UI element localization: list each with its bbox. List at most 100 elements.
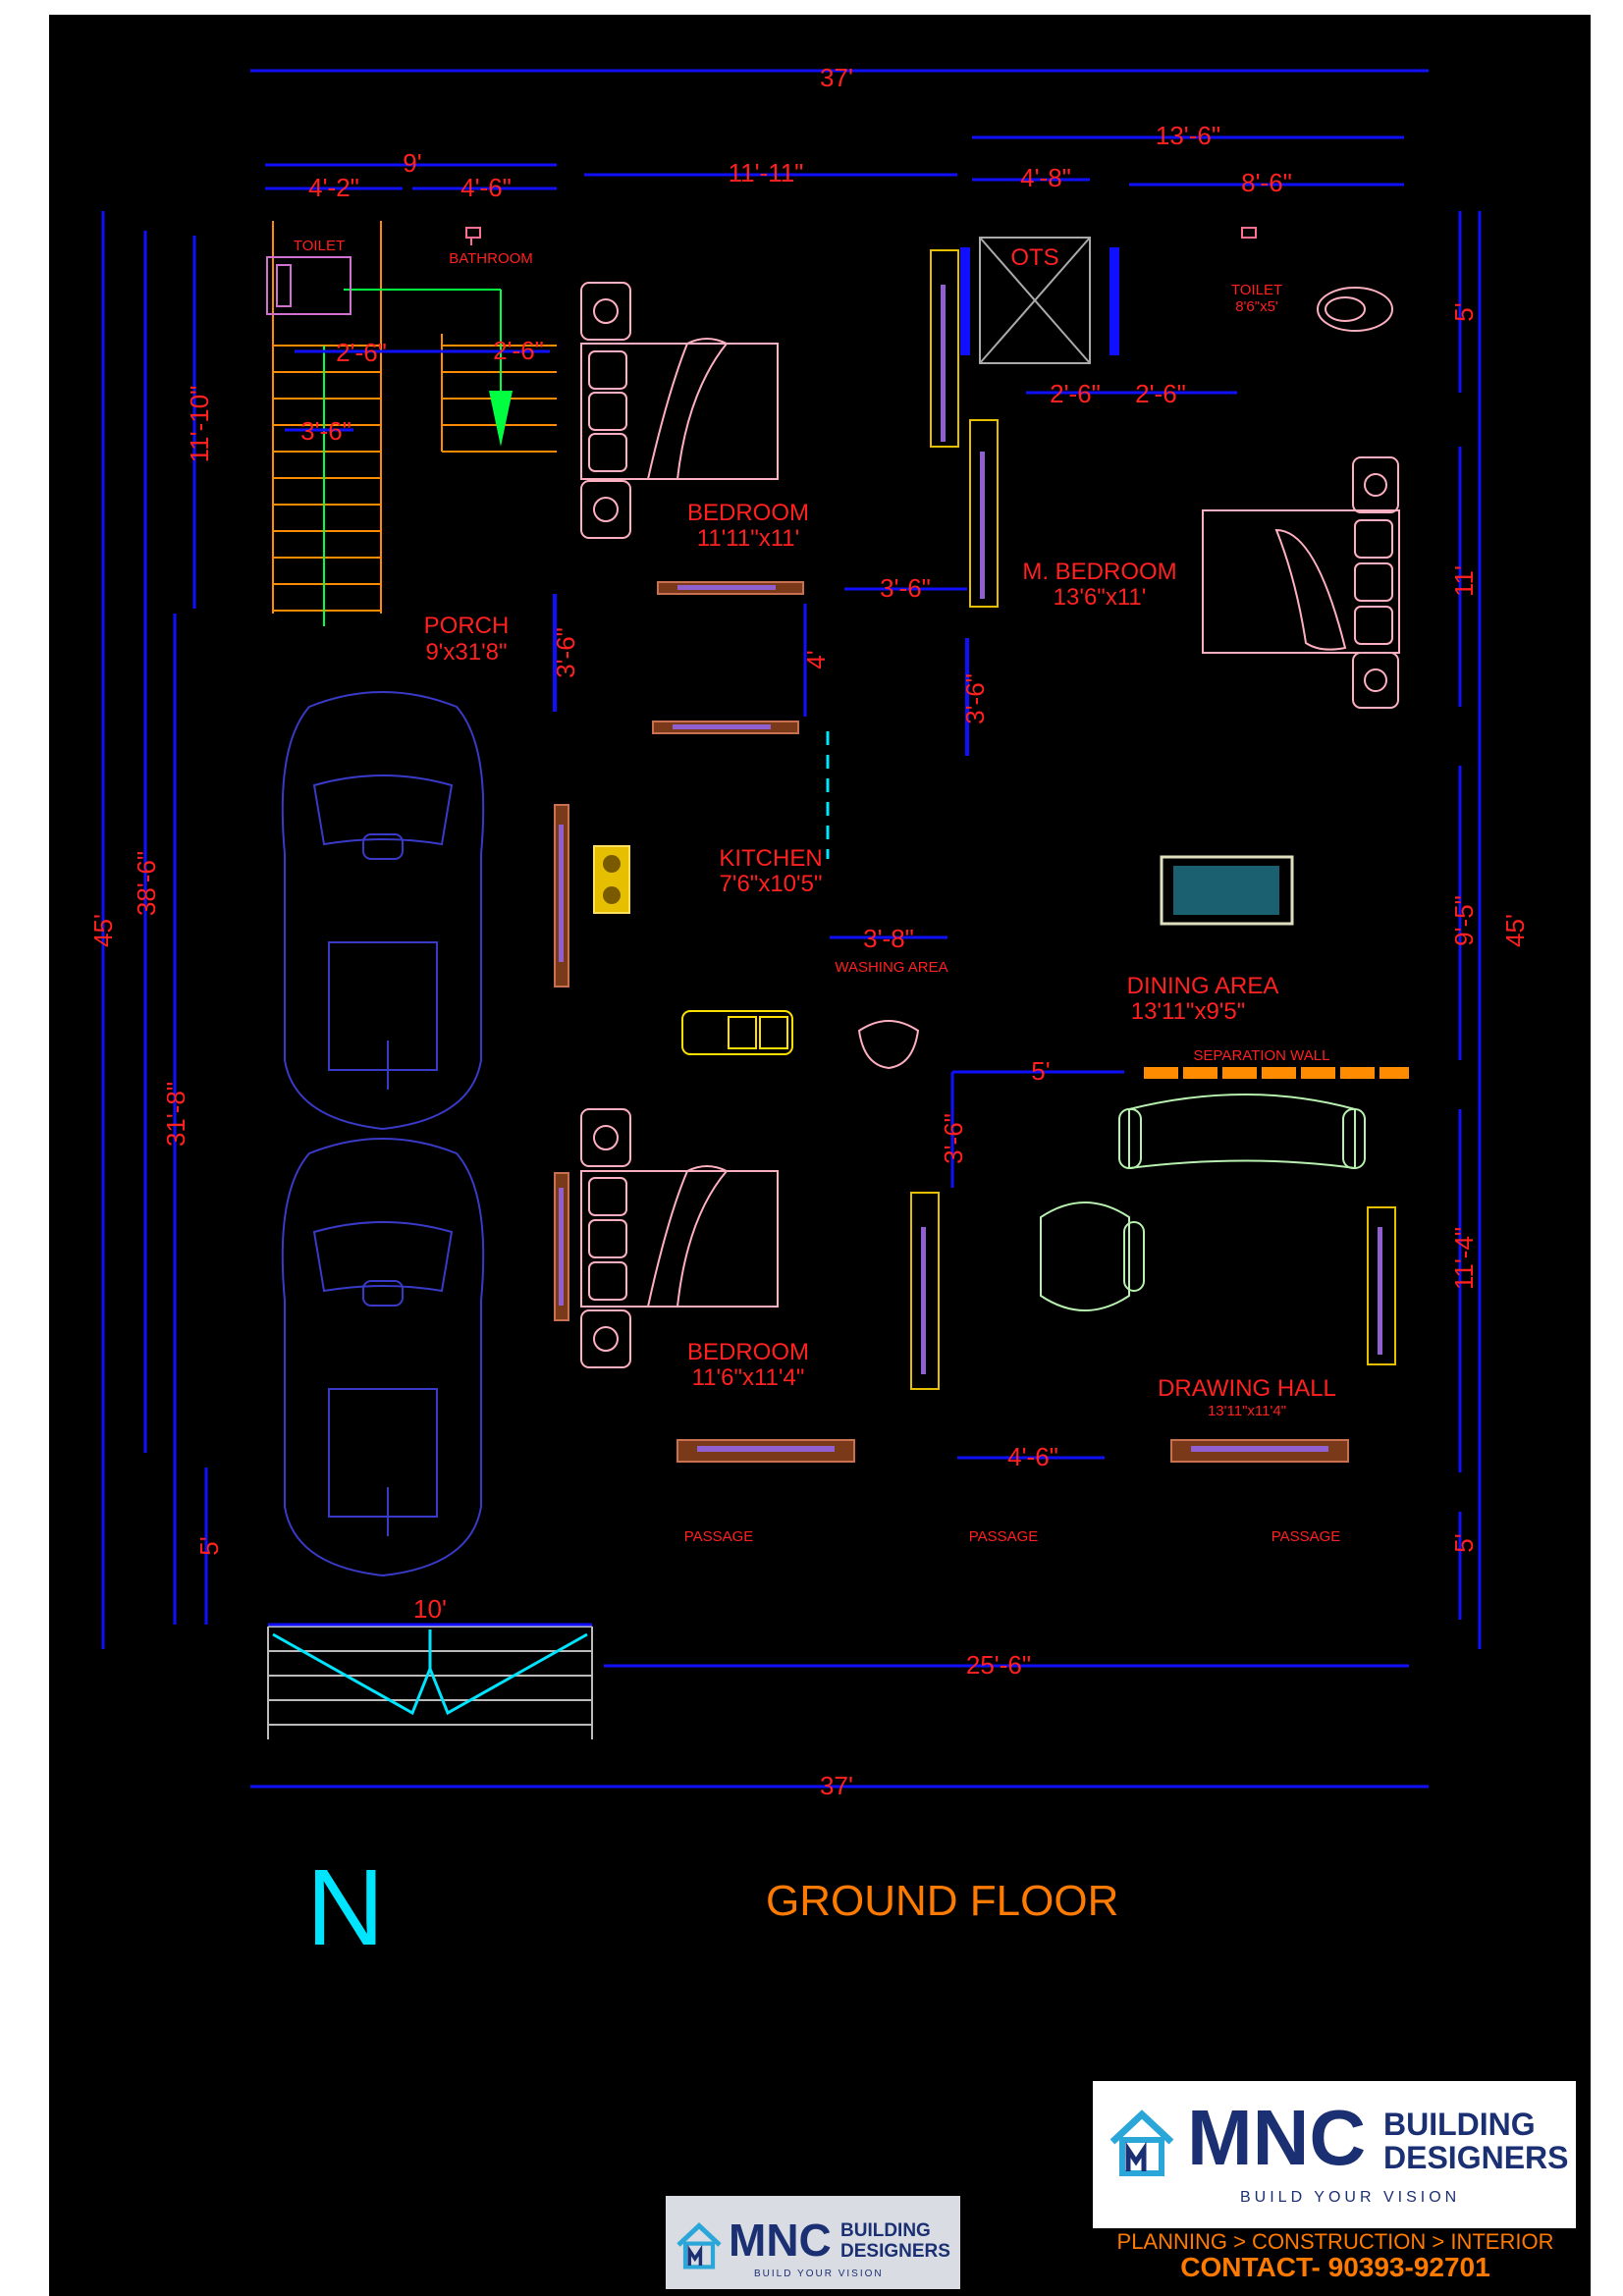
sofa-icon [1128,1094,1356,1170]
separation-wall [1144,1067,1409,1079]
armchair-icon [1040,1201,1130,1311]
toilet-1-label: TOILET [294,238,345,254]
brand-mnc-small: MNC [729,2215,832,2266]
toilet-2-size: 8'6"x5' [1235,298,1278,315]
dim-31-8: 31'-8" [161,1082,190,1147]
dim-5-dining: 5' [1031,1056,1050,1086]
sofa-set [1040,1094,1366,1311]
dim-ots-2-6-b: 2'-6" [1135,379,1186,408]
kitchen-label: KITCHEN [719,845,822,872]
dim-porch-3-6: 3'-6" [551,627,580,678]
house-logo-icon [1109,2109,1174,2176]
dim-4-6-passage: 4'-6" [1007,1442,1058,1471]
dim-25-6: 25'-6" [966,1650,1031,1680]
brand-building-small: BUILDING [840,2220,931,2241]
bedroom-1-size: 11'11"x11' [697,525,799,552]
bedroom-2-size: 11'6"x11'4" [692,1364,805,1391]
passage-2-label: PASSAGE [969,1528,1039,1545]
floor-title: GROUND FLOOR [766,1877,1119,1925]
brand-designers-small: DESIGNERS [840,2241,950,2262]
brand-tagline-small: BUILD YOUR VISION [754,2269,884,2279]
porch-size: 9'x31'8" [425,639,507,666]
dim-3-6-mbr: 3'-6" [960,673,990,724]
tap-icon [465,227,481,245]
dining-size: 13'11"x9'5" [1131,998,1246,1025]
staircase: 2'-6" 2'-6" 3'-6" [272,221,557,626]
width-bottom-label: 37' [820,1771,853,1800]
commode-icon [1317,287,1393,332]
dim-9: 9' [403,148,421,178]
dim-gate-10: 10' [413,1594,447,1624]
porch-label: PORCH [424,613,510,639]
dim-8-6: 8'-6" [1241,168,1292,197]
left-dimensions: 11'-10" 38'-6" 31'-8" 5' [132,231,224,1625]
dim-4-2: 4'-2" [308,173,359,202]
main-gate: 10' 25'-6" [267,1594,1409,1739]
house-logo-small-icon [676,2222,722,2269]
ots: OTS 2'-6" 2'-6" [960,237,1237,408]
master-bedroom: M. BEDROOM 13'6"x11' [1022,456,1400,709]
passage-1-label: PASSAGE [684,1528,754,1545]
bedroom-2-label: BEDROOM [687,1339,809,1365]
north-indicator: N [306,1847,385,1968]
depth-left-label: 45' [88,914,118,947]
dim-11-right: 11' [1449,565,1479,597]
toilet-2: TOILET 8'6"x5' [1231,227,1393,332]
dim-4-6: 4'-6" [460,173,512,202]
separation-wall-label: SEPARATION WALL [1194,1047,1330,1064]
cars [281,691,485,1577]
car-1-icon [281,691,485,1131]
dim-11-10: 11'-10" [185,386,214,463]
kitchen-size: 7'6"x10'5" [720,871,823,897]
bathroom-label: BATHROOM [449,250,533,267]
services-text: PLANNING > CONSTRUCTION > INTERIOR [1116,2229,1554,2254]
bedroom-1-label: BEDROOM [687,500,809,526]
sink-icon [681,1010,793,1055]
brand-building-text: BUILDING [1383,2107,1536,2142]
dim-4: 4' [801,650,831,668]
brand-designers-text: DESIGNERS [1383,2140,1569,2175]
middle-dims: 3'-6" 3'-6" 4' 3'-6" [551,573,990,859]
drawing-hall: DRAWING HALL 13'11"x11'4" [1158,1375,1336,1419]
windows [554,581,1349,1463]
right-dimensions: 5' 11' 9'-5" 11'-4" 5' [1449,211,1479,1620]
dim-11-4: 11'-4" [1449,1227,1479,1290]
living-dims: 5' 3'-6" [939,1056,1124,1188]
dining-label: DINING AREA [1127,973,1279,999]
dim-5-right-bottom: 5' [1449,1533,1479,1552]
depth-right-label: 45' [1500,914,1530,947]
ots-label: OTS [1010,244,1058,271]
drawing-hall-size: 13'11"x11'4" [1208,1403,1286,1419]
dining-table-icon [1160,855,1294,926]
master-bedroom-size: 13'6"x11' [1054,584,1147,611]
porch: PORCH 9'x31'8" [424,613,510,666]
dim-3-6-corridor: 3'-6" [880,573,931,603]
brand-tagline: BUILD YOUR VISION [1240,2189,1461,2206]
washing-area-label: WASHING AREA [835,959,947,976]
dim-stair-2-6-a: 2'-6" [336,338,387,367]
contact-text: CONTACT- 90393-92701 [1180,2252,1490,2282]
dim-ots-2-6-a: 2'-6" [1050,379,1101,408]
drawing-hall-label: DRAWING HALL [1158,1375,1336,1402]
bedroom-1: BEDROOM 11'11"x11' [580,282,809,552]
dim-13-6: 13'-6" [1156,121,1220,150]
bedroom-2: BEDROOM 11'6"x11'4" [580,1108,809,1391]
door-panels [910,249,1396,1390]
dining-area: DINING AREA 13'11"x9'5" SEPARATION WALL [1127,855,1409,1079]
brand-mnc-text: MNC [1187,2094,1367,2181]
dim-5-left: 5' [194,1536,224,1555]
width-top-label: 37' [820,63,853,92]
dim-38-6: 38'-6" [132,851,161,916]
car-2-icon [281,1138,485,1577]
dim-3-6-living: 3'-6" [939,1113,968,1164]
drawing-sheet [49,15,1591,2296]
passage-3-label: PASSAGE [1271,1528,1341,1545]
dim-5-right-top: 5' [1449,302,1479,321]
dim-stair-3-6: 3'-6" [300,416,352,446]
dim-9-5: 9'-5" [1449,895,1479,946]
master-bedroom-label: M. BEDROOM [1022,559,1176,585]
dim-3-8: 3'-8" [863,924,914,953]
dim-4-8: 4'-8" [1020,163,1071,192]
door-leaves [921,285,1382,1374]
